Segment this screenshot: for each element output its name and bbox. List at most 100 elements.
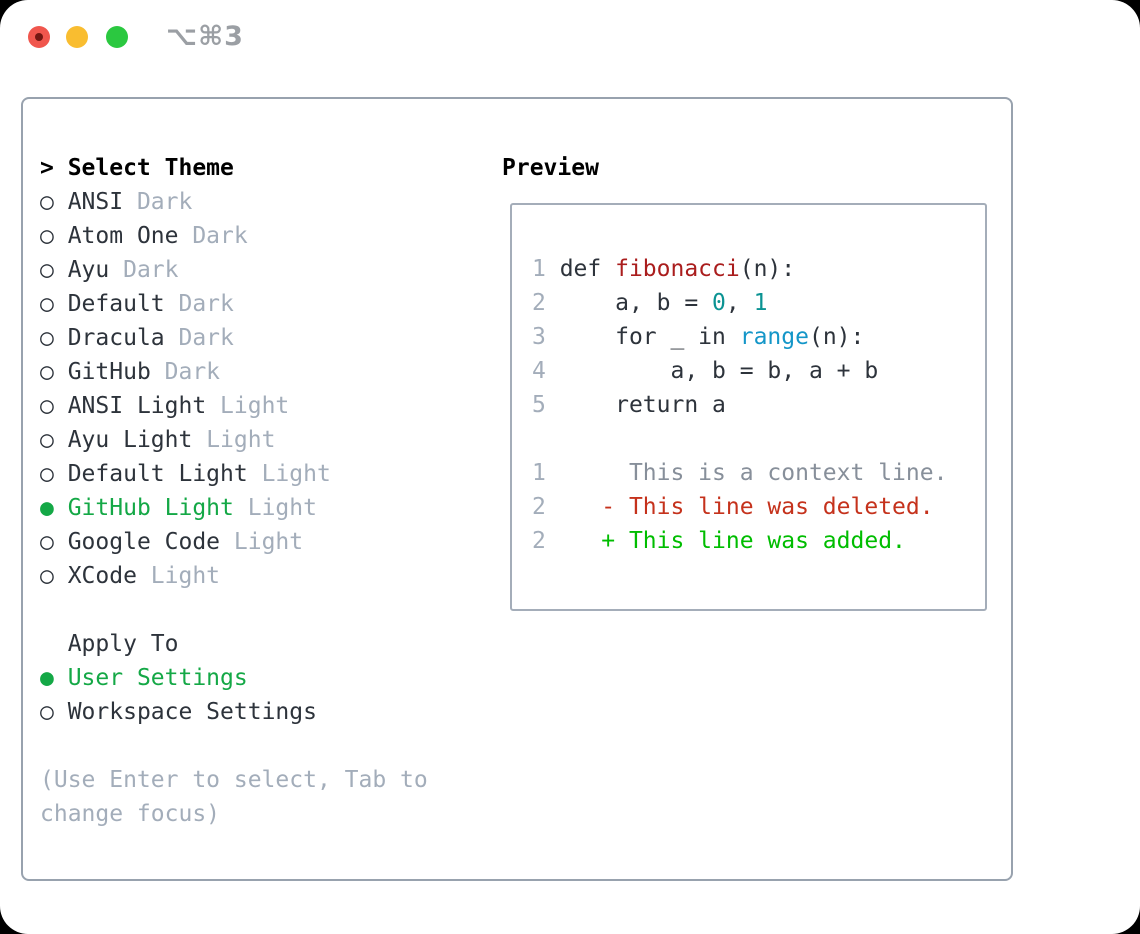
theme-variant: Light	[261, 461, 331, 487]
window-title: ⌥⌘3	[166, 21, 244, 52]
theme-variant: Dark	[178, 291, 234, 317]
theme-variant: Light	[150, 563, 221, 589]
theme-option-default-light[interactable]: ○ Default Light Light	[40, 457, 428, 491]
apply-option-label: User Settings	[67, 665, 248, 691]
line-number: 2	[532, 494, 560, 520]
theme-option-ansi[interactable]: ○ ANSI Dark	[40, 185, 428, 219]
theme-option-dracula[interactable]: ○ Dracula Dark	[40, 321, 428, 355]
theme-option-ansi-light[interactable]: ○ ANSI Light Light	[40, 389, 428, 423]
line-number: 5	[532, 392, 560, 418]
code-token: for _ in	[559, 324, 740, 350]
theme-variant: Light	[220, 393, 290, 419]
minimize-button[interactable]	[66, 26, 88, 48]
theme-variant: Light	[247, 495, 317, 521]
theme-option-github-light[interactable]: ● GitHub Light Light	[40, 491, 428, 525]
code-token: range	[739, 324, 809, 350]
code-token: - This line was deleted.	[559, 494, 934, 520]
code-token: fibonacci	[615, 256, 740, 282]
theme-variant: Light	[233, 529, 304, 555]
theme-name: Google Code	[67, 529, 234, 555]
code-token: ,	[725, 290, 754, 316]
theme-variant: Dark	[192, 223, 248, 249]
help-text: (Use Enter to select, Tab to	[40, 767, 428, 793]
line-number: 1	[532, 460, 560, 486]
code-token: def	[559, 256, 616, 282]
preview-line-code: 3 for _ in range(n):	[532, 320, 979, 354]
code-token: 0	[712, 290, 726, 316]
theme-name: ANSI Light	[67, 393, 221, 419]
preview-line-code: 4 a, b = b, a + b	[532, 354, 979, 388]
radio-unselected-icon: ○	[40, 427, 68, 453]
theme-option-xcode[interactable]: ○ XCode Light	[40, 559, 428, 593]
theme-name: Ayu	[67, 257, 124, 283]
radio-unselected-icon: ○	[40, 393, 68, 419]
radio-unselected-icon: ○	[40, 189, 68, 215]
theme-picker-dialog: > Select Theme○ ANSI Dark○ Atom One Dark…	[21, 97, 1013, 881]
theme-option-ayu[interactable]: ○ Ayu Dark	[40, 253, 428, 287]
select-theme-header-label: > Select Theme	[40, 155, 234, 181]
apply-option-user-settings[interactable]: ● User Settings	[40, 661, 428, 695]
theme-name: XCode	[67, 563, 151, 589]
apply-to-label: Apply To	[40, 631, 179, 657]
line-number: 2	[532, 528, 560, 554]
code-token: This is a context line.	[559, 460, 948, 486]
theme-name: Atom One	[67, 223, 193, 249]
code-token: a, b =	[559, 290, 713, 316]
radio-unselected-icon: ○	[40, 461, 68, 487]
preview-line-blank	[532, 422, 979, 456]
theme-name: Default Light	[67, 461, 262, 487]
theme-name: Default	[67, 291, 179, 317]
radio-selected-icon: ●	[40, 495, 68, 521]
preview-line-diff-deleted: 2 - This line was deleted.	[532, 490, 979, 524]
preview-line-code: 2 a, b = 0, 1	[532, 286, 979, 320]
help-text-line: change focus)	[40, 797, 428, 831]
preview-title: Preview	[502, 155, 599, 181]
radio-unselected-icon: ○	[40, 291, 68, 317]
zoom-button[interactable]	[106, 26, 128, 48]
line-number: 1	[532, 256, 560, 282]
radio-unselected-icon: ○	[40, 325, 68, 351]
close-button[interactable]	[28, 26, 50, 48]
preview-line-diff-added: 2 + This line was added.	[532, 524, 979, 558]
radio-unselected-icon: ○	[40, 563, 68, 589]
line-number: 3	[532, 324, 560, 350]
code-token: + This line was added.	[559, 528, 906, 554]
preview-line-diff-context: 1 This is a context line.	[532, 456, 979, 490]
theme-name: GitHub	[67, 359, 165, 385]
apply-to-header: Apply To	[40, 627, 428, 661]
theme-name: GitHub Light	[67, 495, 248, 521]
radio-unselected-icon: ○	[40, 699, 68, 725]
spacer	[40, 729, 428, 763]
theme-selector-column: > Select Theme○ ANSI Dark○ Atom One Dark…	[40, 151, 428, 831]
help-text-line: (Use Enter to select, Tab to	[40, 763, 428, 797]
radio-unselected-icon: ○	[40, 359, 68, 385]
theme-variant: Dark	[164, 359, 221, 385]
preview-line-code: 1 def fibonacci(n):	[532, 252, 979, 286]
theme-option-github[interactable]: ○ GitHub Dark	[40, 355, 428, 389]
code-token: (n):	[808, 324, 865, 350]
code-token: 1	[753, 290, 768, 316]
apply-option-workspace-settings[interactable]: ○ Workspace Settings	[40, 695, 428, 729]
titlebar: ⌥⌘3	[0, 0, 1140, 74]
theme-option-default[interactable]: ○ Default Dark	[40, 287, 428, 321]
theme-option-ayu-light[interactable]: ○ Ayu Light Light	[40, 423, 428, 457]
theme-variant: Dark	[123, 257, 179, 283]
theme-name: Dracula	[67, 325, 179, 351]
code-token: return a	[559, 392, 726, 418]
code-token: a, b = b, a + b	[559, 358, 879, 384]
help-text: change focus)	[40, 801, 221, 827]
theme-option-google-code[interactable]: ○ Google Code Light	[40, 525, 428, 559]
theme-name: Ayu Light	[67, 427, 207, 453]
close-button-dot	[35, 33, 43, 41]
code-token: (n):	[739, 256, 796, 282]
spacer	[40, 593, 428, 627]
radio-unselected-icon: ○	[40, 223, 68, 249]
theme-option-atom-one[interactable]: ○ Atom One Dark	[40, 219, 428, 253]
theme-variant: Dark	[136, 189, 193, 215]
preview-line-code: 5 return a	[532, 388, 979, 422]
apply-option-label: Workspace Settings	[67, 699, 317, 725]
radio-selected-icon: ●	[40, 665, 68, 691]
